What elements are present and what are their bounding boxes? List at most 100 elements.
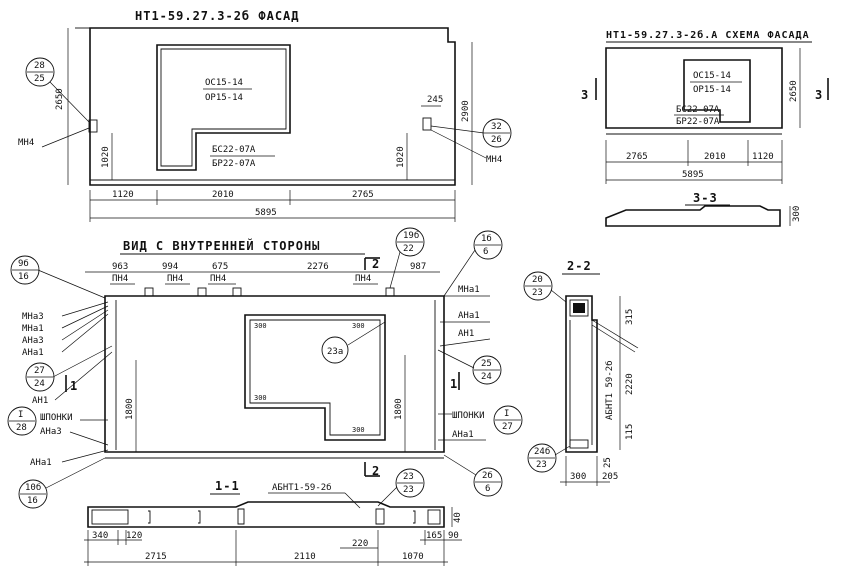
inner-left-label-3: АНа3 xyxy=(22,336,44,346)
section22-title: 2-2 xyxy=(567,259,592,273)
section-3-3: 3-3 300 xyxy=(605,191,802,227)
section11-callout-bot: 23 xyxy=(403,485,414,495)
inner-callout-tl xyxy=(10,255,40,285)
inner-callout-bl-bot: 16 xyxy=(27,496,38,506)
section11-dim-w3: 1070 xyxy=(402,552,424,562)
section22-callout-top-b: 23 xyxy=(532,288,543,298)
scheme-cut-right: 3 xyxy=(815,88,823,102)
inner-callout-l3-top: I xyxy=(18,410,23,420)
section11-end-left xyxy=(91,509,129,525)
section11-dim-340: 340 xyxy=(92,531,108,541)
scheme-dim-h: 2650 xyxy=(789,80,799,102)
section11-dim-w2: 2110 xyxy=(294,552,316,562)
inner-cut-right: 1 xyxy=(450,377,458,391)
inner-callout-l2 xyxy=(25,362,55,392)
scheme-door-mark-bot: БР22-07А xyxy=(676,117,720,127)
section22-top-fill xyxy=(573,303,585,313)
front-callout-left-bot: 25 xyxy=(34,74,45,84)
inner-ana3-low: АНа3 xyxy=(40,427,62,437)
inner-dim-h-left: 1800 xyxy=(125,398,135,420)
front-opening-mark-bot: ОР15-14 xyxy=(205,93,243,103)
inner-callout-bl-top: 10б xyxy=(25,482,41,493)
front-door-mark-bot: БР22-07А xyxy=(212,159,256,169)
front-callout-left xyxy=(25,57,55,87)
scheme-dim-w1: 2765 xyxy=(626,152,648,162)
section33-profile xyxy=(605,205,781,227)
front-opening-mark-top: ОС15-14 xyxy=(205,78,243,88)
scheme-opening-mark-top: ОС15-14 xyxy=(693,71,731,81)
scheme-opening-mark-bot: ОР15-14 xyxy=(693,85,731,95)
section22-label: АБНТ1 59-2б xyxy=(604,360,615,420)
section22-bottom-box xyxy=(569,439,589,449)
front-mn-left: МН4 xyxy=(18,138,34,148)
section11-dim-220: 220 xyxy=(352,539,368,549)
section22-dim-300: 300 xyxy=(570,472,586,482)
inner-ana1-right-low: АНа1 xyxy=(452,430,474,440)
section22-callout-bot-a: 24б xyxy=(534,446,550,457)
section22-dim-25: 25 xyxy=(603,457,613,468)
inner-callout-br-top: 2б xyxy=(482,470,493,481)
inner-callout-l2-top: 27 xyxy=(34,366,45,376)
inner-dim-top-4: 2276 xyxy=(307,262,329,272)
scheme-opening-outline xyxy=(683,59,751,123)
inner-callout-br xyxy=(473,467,503,497)
inner-pn-embed-2 xyxy=(197,287,207,297)
front-dim-low-right: 1020 xyxy=(396,146,406,168)
section11-title: 1-1 xyxy=(215,479,240,493)
inner-callout-r2-bot: 24 xyxy=(481,372,492,382)
inner-dim-h-right: 1800 xyxy=(394,398,404,420)
inner-callout-tr xyxy=(473,230,503,260)
section11-dim-90: 90 xyxy=(448,531,459,541)
inner-left-label-4: АНа1 xyxy=(22,348,44,358)
front-panel-outline xyxy=(89,27,456,186)
section11-callout xyxy=(395,468,425,498)
inner-circle-mark xyxy=(321,336,349,364)
section-2-2: 2-2 20 23 АБНТ1 59-2б 315 2220 115 25 24… xyxy=(523,259,639,486)
front-dim-w1: 1120 xyxy=(112,190,134,200)
inner-circle-mark-text: 23а xyxy=(327,347,343,357)
section22-dim-205: 205 xyxy=(602,472,618,482)
inner-callout-tm-bot: 22 xyxy=(403,244,414,254)
front-dim-low-left: 1020 xyxy=(101,146,111,168)
inner-callout-r2-top: 25 xyxy=(481,359,492,369)
scheme-dim-w3: 1120 xyxy=(752,152,774,162)
scheme-door-mark-top: БС22-07А xyxy=(676,105,720,115)
inner-callout-r2 xyxy=(472,355,502,385)
section22-callout-bot-b: 23 xyxy=(536,460,547,470)
inner-frame-300-3: 300 xyxy=(254,394,267,402)
front-dim-w2: 2010 xyxy=(212,190,234,200)
section33-title: 3-3 xyxy=(693,191,718,205)
inner-left-label-2: МНа1 xyxy=(22,324,44,334)
inner-callout-r3-bot: 27 xyxy=(502,422,513,432)
inner-dim-top-5: 987 xyxy=(410,262,426,272)
section22-dim-2220: 2220 xyxy=(625,373,635,395)
inner-callout-l3-bot: 28 xyxy=(16,423,27,433)
section22-dim-115: 115 xyxy=(625,424,635,440)
section11-callout-top: 23 xyxy=(403,472,414,482)
section22-profile xyxy=(565,295,598,453)
inner-callout-bl xyxy=(18,479,48,509)
inner-opening-outline xyxy=(244,314,386,441)
inner-view: ВИД С ВНУТРЕННЕЙ СТОРОНЫ 963 994 675 227… xyxy=(7,227,523,509)
inner-dim-top-3: 675 xyxy=(212,262,228,272)
section11-dim-120: 120 xyxy=(126,531,142,541)
section22-top-box xyxy=(569,299,589,317)
inner-pn-label-2: ПН4 xyxy=(167,274,183,284)
inner-callout-tr-bot: 6 xyxy=(483,247,488,257)
inner-pn-embed-4 xyxy=(385,287,395,297)
inner-frame-300-1: 300 xyxy=(254,322,267,330)
inner-pn-embed-3 xyxy=(232,287,242,297)
front-facade: НТ1-59.27.3-2б ФАСАД ОС15-14 ОР15-14 БС2… xyxy=(18,9,512,222)
inner-frame-300-4: 300 xyxy=(352,426,365,434)
front-mn-right: МН4 xyxy=(486,155,502,165)
scheme-dim-total: 5895 xyxy=(682,170,704,180)
facade-scheme: НТ1-59.27.3-2б.А СХЕМА ФАСАДА ОС15-14 ОР… xyxy=(581,29,829,184)
inner-callout-r3 xyxy=(493,405,523,435)
inner-title: ВИД С ВНУТРЕННЕЙ СТОРОНЫ xyxy=(123,238,320,253)
inner-cut2-bot: 2 xyxy=(372,464,380,478)
section11-end-right xyxy=(427,509,441,525)
front-door-mark-top: БС22-07А xyxy=(212,145,256,155)
inner-callout-r3-top: I xyxy=(504,409,509,419)
front-callout-right-top: 32 xyxy=(491,122,502,132)
front-dim-245: 245 xyxy=(427,95,443,105)
